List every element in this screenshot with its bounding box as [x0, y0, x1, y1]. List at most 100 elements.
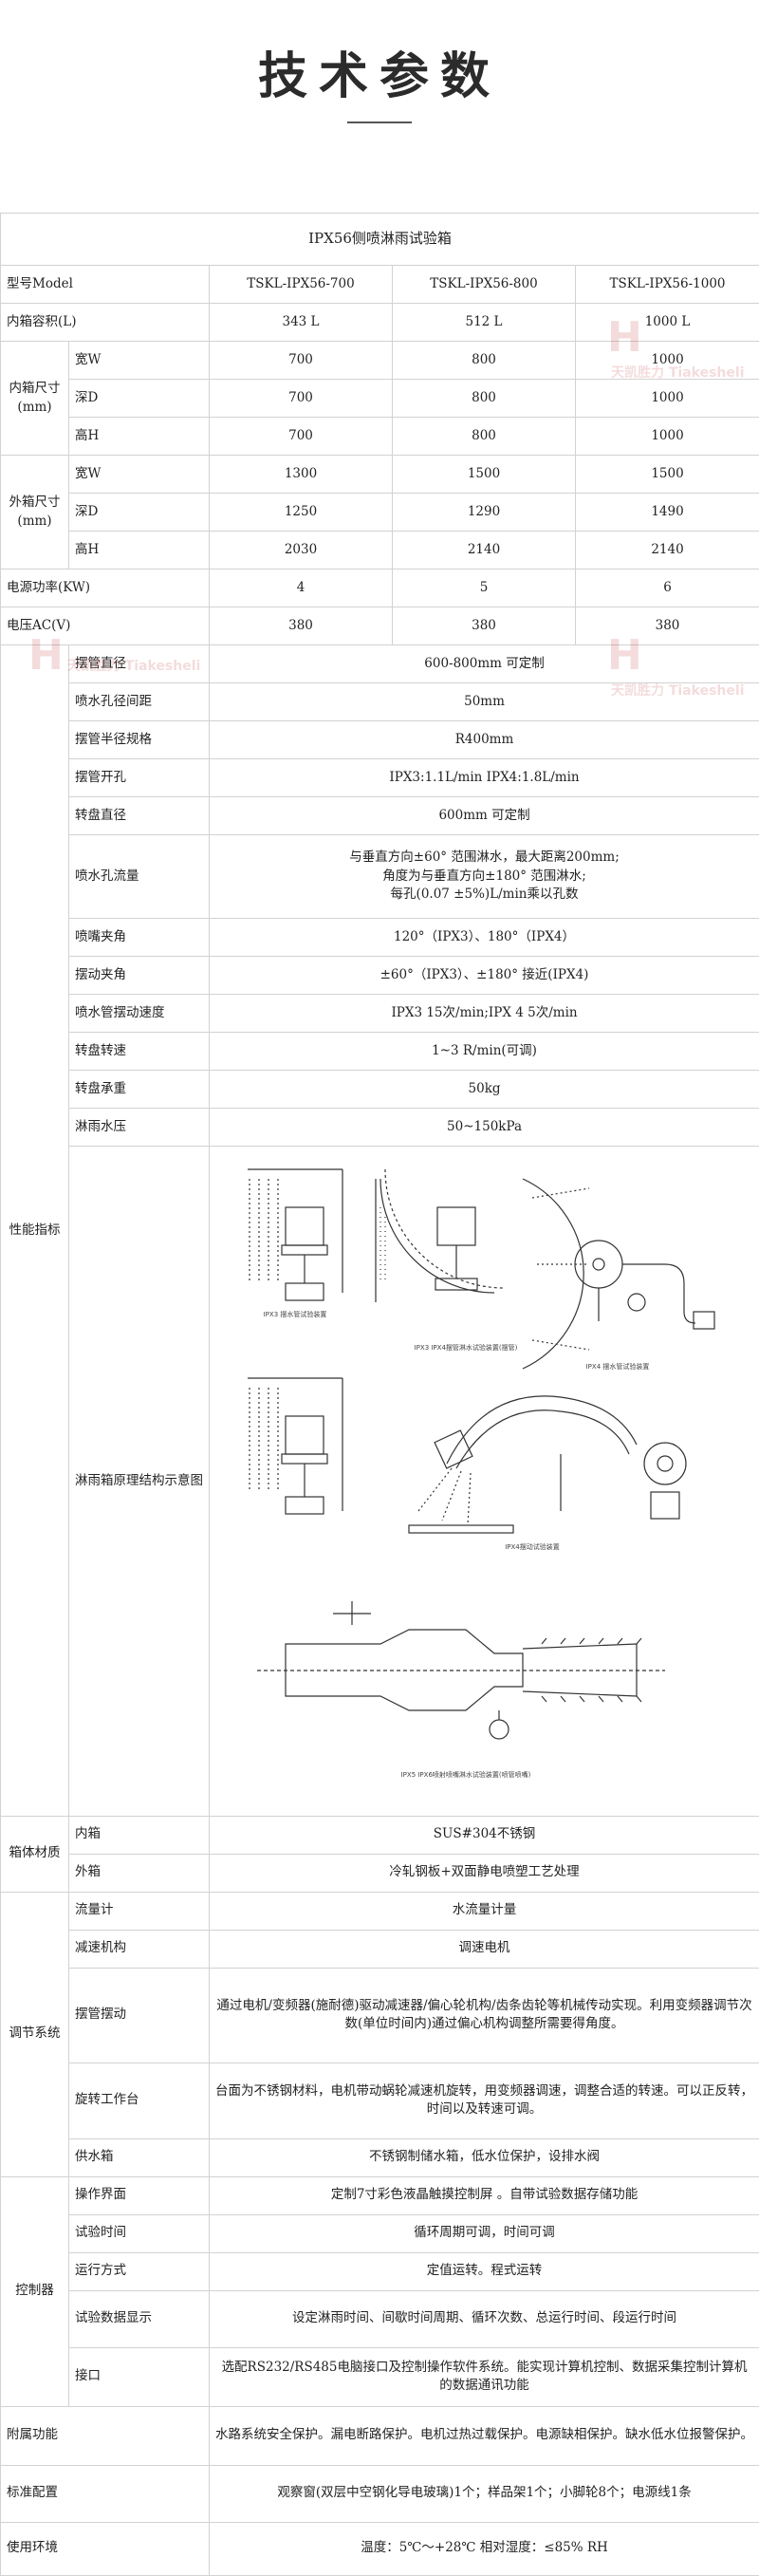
table-cell: ±60°（IPX3）、±180° 接近(IPX4) — [210, 957, 759, 995]
table-caption: IPX56侧喷淋雨试验箱 — [1, 214, 759, 266]
table-cell: 50kg — [210, 1071, 759, 1109]
row-label: 高H — [69, 418, 210, 456]
row-label: 摆管半径规格 — [69, 721, 210, 759]
jet-nozzle-figure — [257, 1601, 665, 1739]
row-label: 宽W — [69, 342, 210, 380]
table-cell: 定制7寸彩色液晶触摸控制屏 。自带试验数据存储功能 — [210, 2176, 759, 2214]
table-cell: 1290 — [393, 494, 576, 532]
table-row: 旋转工作台 台面为不锈钢材料，电机带动蜗轮减速机旋转，用变频器调速，调整合适的转… — [1, 2063, 759, 2138]
table-cell: IPX3 15次/min;IPX 4 5次/min — [210, 995, 759, 1033]
table-row: 型号Model TSKL-IPX56-700 TSKL-IPX56-800 TS… — [1, 266, 759, 304]
table-row: 试验数据显示 设定淋雨时间、间歇时间周期、循环次数、总运行时间、段运行时间 — [1, 2290, 759, 2347]
table-cell: 调速电机 — [210, 1930, 759, 1968]
table-cell: 800 — [393, 418, 576, 456]
row-label: 喷水孔径间距 — [69, 683, 210, 721]
row-label: 摆动夹角 — [69, 957, 210, 995]
table-cell: 定值运转。程式运转 — [210, 2252, 759, 2290]
row-label: 喷水孔流量 — [69, 835, 210, 919]
row-label: 外箱 — [69, 1854, 210, 1892]
power-label: 电源功率(KW) — [1, 569, 210, 607]
model-800: TSKL-IPX56-800 — [393, 266, 576, 304]
table-cell: 水流量计量 — [210, 1892, 759, 1930]
row-label: 摆管开孔 — [69, 759, 210, 797]
table-row: 摆管开孔 IPX3:1.1L/min IPX4:1.8L/min — [1, 759, 759, 797]
table-row: 深D 700 800 1000 — [1, 380, 759, 418]
row-label: 内箱 — [69, 1816, 210, 1854]
table-cell: 700 — [210, 380, 393, 418]
table-cell: 台面为不锈钢材料，电机带动蜗轮减速机旋转，用变频器调速，调整合适的转速。可以正反… — [210, 2063, 759, 2138]
row-label: 喷水管摆动速度 — [69, 995, 210, 1033]
table-cell: 1~3 R/min(可调) — [210, 1033, 759, 1071]
table-row: 摆管摆动 通过电机/变频器(施耐德)驱动减速器/偏心轮机构/齿条齿轮等机械传动实… — [1, 1968, 759, 2063]
table-cell: 温度：5℃～+28℃ 相对湿度：≤85% RH — [210, 2522, 759, 2575]
table-cell: 水路系统安全保护。漏电断路保护。电机过热过载保护。电源缺相保护。缺水低水位报警保… — [210, 2406, 759, 2465]
row-label: 转盘承重 — [69, 1071, 210, 1109]
table-row: 控制器 操作界面 定制7寸彩色液晶触摸控制屏 。自带试验数据存储功能 — [1, 2176, 759, 2214]
row-label: 宽W — [69, 456, 210, 494]
table-cell: 50~150kPa — [210, 1109, 759, 1147]
row-label: 接口 — [69, 2347, 210, 2406]
table-cell: 设定淋雨时间、间歇时间周期、循环次数、总运行时间、段运行时间 — [210, 2290, 759, 2347]
table-row: 转盘转速 1~3 R/min(可调) — [1, 1033, 759, 1071]
fig1-caption: IPX3 摆水管试验装置 — [263, 1310, 326, 1318]
model-label: 型号Model — [1, 266, 210, 304]
table-cell: 6 — [576, 569, 759, 607]
model-700: TSKL-IPX56-700 — [210, 266, 393, 304]
outer-size-label: 外箱尺寸(mm) — [1, 456, 69, 569]
table-row: 调节系统 流量计 水流量计量 — [1, 1892, 759, 1930]
table-cell: 1250 — [210, 494, 393, 532]
row-label: 深D — [69, 380, 210, 418]
voltage-label: 电压AC(V) — [1, 607, 210, 645]
rain-test-principle-diagram: IPX3 摆水管试验装置 IPX3 IPX4摆管淋水试验装置(摆管) IPX4 … — [219, 1150, 750, 1805]
table-cell: 1490 — [576, 494, 759, 532]
row-label: 深D — [69, 494, 210, 532]
table-row: 高H 2030 2140 2140 — [1, 532, 759, 569]
swivel-spray-figure — [409, 1396, 686, 1533]
row-label: 摆管摆动 — [69, 1968, 210, 2063]
row-label: 减速机构 — [69, 1930, 210, 1968]
table-cell: 不锈钢制储水箱，低水位保护，设排水阀 — [210, 2138, 759, 2176]
table-cell: 1500 — [576, 456, 759, 494]
volume-label: 内箱容积(L) — [1, 304, 210, 342]
model-1000: TSKL-IPX56-1000 — [576, 266, 759, 304]
ipx4-wheel-figure — [523, 1179, 714, 1369]
table-row: 淋雨箱原理结构示意图 — [1, 1147, 759, 1817]
row-label: 运行方式 — [69, 2252, 210, 2290]
row-label: 摆管直径 — [69, 645, 210, 683]
table-cell: SUS#304不锈钢 — [210, 1816, 759, 1854]
page-header: 技术参数 — [0, 0, 759, 142]
table-row: 转盘承重 50kg — [1, 1071, 759, 1109]
table-cell: 512 L — [393, 304, 576, 342]
row-label: 喷嘴夹角 — [69, 919, 210, 957]
table-cell: 2030 — [210, 532, 393, 569]
table-cell: 1000 — [576, 380, 759, 418]
table-row: 内箱尺寸(mm) 宽W 700 800 1000 — [1, 342, 759, 380]
table-row: 转盘直径 600mm 可定制 — [1, 797, 759, 835]
standard-label: 标准配置 — [1, 2465, 210, 2522]
fig2-caption: IPX3 IPX4摆管淋水试验装置(摆管) — [414, 1343, 517, 1352]
table-cell: 380 — [210, 607, 393, 645]
table-cell: 50mm — [210, 683, 759, 721]
table-row: 深D 1250 1290 1490 — [1, 494, 759, 532]
row-label: 流量计 — [69, 1892, 210, 1930]
table-cell: 120°（IPX3）、180°（IPX4） — [210, 919, 759, 957]
table-cell: 与垂直方向±60° 范围淋水，最大距离200mm; 角度为与垂直方向±180° … — [210, 835, 759, 919]
table-cell: 循环周期可调，时间可调 — [210, 2214, 759, 2252]
table-cell: 800 — [393, 342, 576, 380]
table-cell: 700 — [210, 342, 393, 380]
table-cell: 观察窗(双层中空钢化导电玻璃)1个；样品架1个；小脚轮8个；电源线1条 — [210, 2465, 759, 2522]
table-cell: 4 — [210, 569, 393, 607]
table-cell: 选配RS232/RS485电脑接口及控制操作软件系统。能实现计算机控制、数据采集… — [210, 2347, 759, 2406]
table-row: 供水箱 不锈钢制储水箱，低水位保护，设排水阀 — [1, 2138, 759, 2176]
fig3-caption: IPX4 摆水管试验装置 — [585, 1362, 649, 1371]
table-row: 淋雨水压 50~150kPa — [1, 1109, 759, 1147]
inner-size-label: 内箱尺寸(mm) — [1, 342, 69, 456]
table-row: 高H 700 800 1000 — [1, 418, 759, 456]
table-row: 摆管半径规格 R400mm — [1, 721, 759, 759]
table-row: 外箱尺寸(mm) 宽W 1300 1500 1500 — [1, 456, 759, 494]
table-row: 喷水孔流量 与垂直方向±60° 范围淋水，最大距离200mm; 角度为与垂直方向… — [1, 835, 759, 919]
fig5-caption: IPX5 IPX6喷射喷嘴淋水试验装置(喷管喷嘴) — [400, 1770, 530, 1779]
table-cell: 343 L — [210, 304, 393, 342]
table-row: 接口 选配RS232/RS485电脑接口及控制操作软件系统。能实现计算机控制、数… — [1, 2347, 759, 2406]
table-row: 性能指标 摆管直径 600-800mm 可定制 — [1, 645, 759, 683]
